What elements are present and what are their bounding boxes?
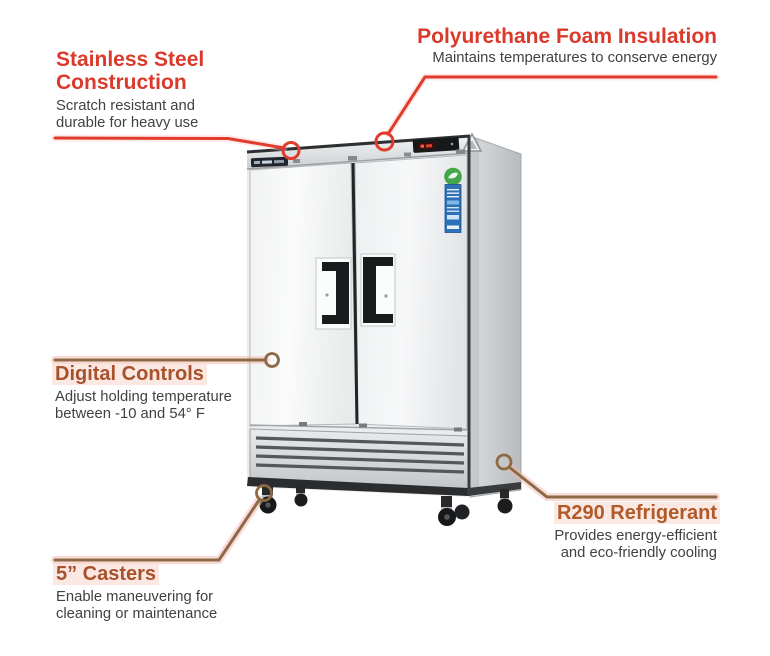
- callout-title: 5” Casters: [53, 563, 217, 585]
- callout-description: Adjust holding temperature between -10 a…: [55, 389, 232, 423]
- callout-ring-stainless-steel: [281, 141, 301, 160]
- hinge: [293, 159, 300, 163]
- callout-description-line: Enable maneuvering for: [56, 589, 214, 605]
- display-digit: [420, 144, 425, 148]
- callout-title: Polyurethane Foam Insulation: [417, 25, 717, 48]
- hinge: [456, 149, 465, 154]
- callout-refrigerant: R290 Refrigerant Provides energy-efficie…: [553, 502, 720, 562]
- callout-ring-refrigerant: [495, 453, 513, 471]
- caster-wheel: [294, 493, 308, 507]
- fridge-body: [246, 132, 522, 526]
- right-door-handle: [360, 253, 396, 327]
- hinge: [348, 156, 357, 161]
- temperature-display: [412, 137, 460, 153]
- callout-description: Provides energy-efficient and eco-friend…: [554, 528, 717, 562]
- callout-description-line: Provides energy-efficient: [554, 528, 717, 544]
- callout-description: Enable maneuvering for cleaning or maint…: [56, 589, 217, 623]
- brand-logo: [250, 156, 289, 168]
- base-trim-side: [468, 482, 521, 496]
- callout-title-line: Stainless Steel: [56, 48, 205, 71]
- callout-description-line: and eco-friendly cooling: [560, 544, 717, 561]
- callout-lines: [51, 73, 720, 564]
- hinge: [299, 422, 307, 426]
- callout-ring-casters: [255, 484, 273, 502]
- callout-line-casters: [53, 498, 261, 562]
- caster-wheel: [497, 498, 513, 514]
- hinge: [404, 152, 411, 157]
- callout-title-line: 5” Casters: [53, 563, 160, 585]
- callout-ring-insulation: [374, 131, 395, 152]
- base-trim: [247, 477, 468, 496]
- left-door-handle: [315, 257, 352, 330]
- callout-description-line: Scratch resistant and: [56, 98, 195, 114]
- callout-line-insulation: [386, 75, 718, 136]
- callout-digital-controls: Digital Controls Adjust holding temperat…: [52, 363, 232, 423]
- caster-wheel: [454, 504, 470, 520]
- hinge: [359, 423, 367, 428]
- eco-leaf-badge: [444, 167, 462, 186]
- casters: [259, 484, 513, 526]
- rail-bottom-seam: [246, 152, 471, 170]
- callout-title: Stainless Steel Construction: [56, 48, 204, 94]
- callout-stainless-steel: Stainless Steel Construction Scratch res…: [56, 48, 204, 132]
- callout-title-line: Digital Controls: [52, 363, 207, 385]
- callout-description: Scratch resistant and durable for heavy …: [56, 98, 204, 132]
- callout-title-line: Polyurethane Foam Insulation: [417, 25, 717, 48]
- callout-description-line: between -10 and 54° F: [55, 405, 205, 422]
- callout-description: Maintains temperatures to conserve energ…: [417, 50, 717, 67]
- callout-title: Digital Controls: [52, 363, 232, 385]
- door-bottom-seam: [249, 424, 468, 431]
- callout-title-line: Construction: [56, 71, 187, 94]
- callout-line-refrigerant: [507, 465, 718, 499]
- callout-insulation: Polyurethane Foam Insulation Maintains t…: [417, 25, 717, 67]
- callout-line-stainless-steel: [53, 136, 286, 150]
- door-gap: [351, 162, 359, 425]
- callout-title-line: R290 Refrigerant: [553, 502, 720, 524]
- hinge: [454, 427, 462, 432]
- callout-description-line: durable for heavy use: [56, 114, 199, 131]
- callout-description-line: Adjust holding temperature: [55, 389, 232, 405]
- display-digit: [425, 144, 433, 148]
- callout-title: R290 Refrigerant: [553, 502, 720, 524]
- energy-sticker: [444, 184, 462, 233]
- side-panel-shade: [470, 136, 479, 497]
- callout-description-line: cleaning or maintenance: [56, 605, 218, 622]
- callout-ring-digital-controls: [264, 352, 280, 368]
- callout-description-line: Maintains temperatures to conserve energ…: [432, 50, 717, 66]
- callout-casters: 5” Casters Enable maneuvering for cleani…: [53, 563, 217, 623]
